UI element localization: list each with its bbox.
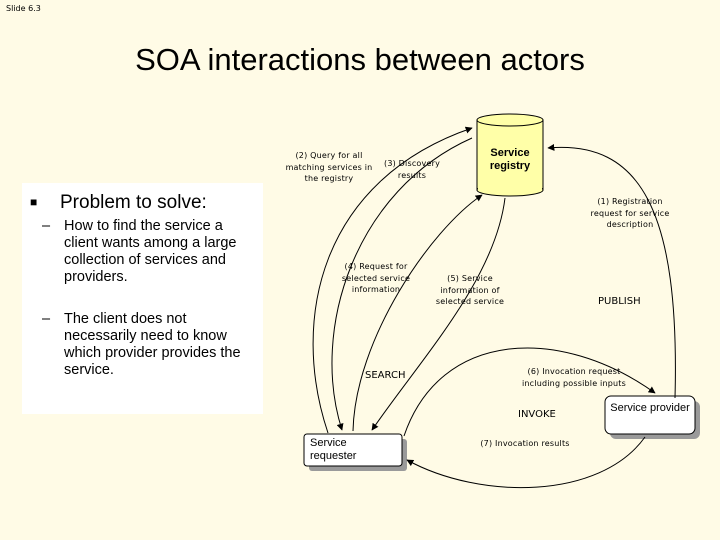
sub-point-2: –The client does not necessarily need to… — [42, 311, 260, 379]
dash-icon: – — [42, 311, 51, 327]
discovery-arrow — [331, 137, 473, 431]
search-label: SEARCH — [365, 370, 406, 381]
query-arrow — [312, 126, 473, 434]
bullet-heading-text: Problem to solve: — [60, 192, 207, 213]
dash-icon: – — [42, 218, 51, 234]
registration-label: (1) Registration request for service des… — [590, 197, 670, 229]
sub-point-2-text: The client does not necessarily need to … — [64, 311, 241, 378]
square-bullet-icon: ■ — [30, 195, 38, 209]
sub-point-1-text: How to find the service a client wants a… — [64, 218, 237, 285]
service-requester-node — [303, 433, 407, 471]
request-label: (4) Request for selected service informa… — [341, 262, 411, 294]
bullet-heading: ■ Problem to solve: — [30, 191, 207, 214]
service-registry-node — [476, 113, 544, 197]
sub-point-1: –How to find the service a client wants … — [42, 218, 260, 286]
slide-number: Slide 6.3 — [6, 4, 41, 13]
service-registry-label: Service registry — [489, 147, 531, 172]
service-provider-node — [604, 395, 700, 439]
service-provider-label: Service provider — [610, 402, 690, 414]
problem-panel: ■Problem to solve: –How to find the serv… — [22, 183, 263, 414]
discovery-label: (3) Discovery results — [384, 159, 440, 180]
publish-label: PUBLISH — [598, 296, 641, 307]
registration-arrow — [547, 143, 676, 399]
service-requester-label: Service requester — [310, 437, 357, 462]
slide-title: SOA interactions between actors — [135, 42, 585, 77]
invocation-request-arrow — [403, 347, 656, 437]
invocation-results-arrow — [406, 436, 646, 488]
service-info-arrow — [371, 197, 506, 431]
request-arrow — [352, 194, 483, 432]
query-label: (2) Query for all matching services in t… — [285, 151, 373, 183]
invoke-label: INVOKE — [518, 409, 556, 420]
invocation-results-label: (7) Invocation results — [480, 439, 570, 448]
invocation-request-label: (6) Invocation request including possibl… — [521, 367, 627, 388]
service-info-label: (5) Service information of selected serv… — [435, 274, 505, 306]
